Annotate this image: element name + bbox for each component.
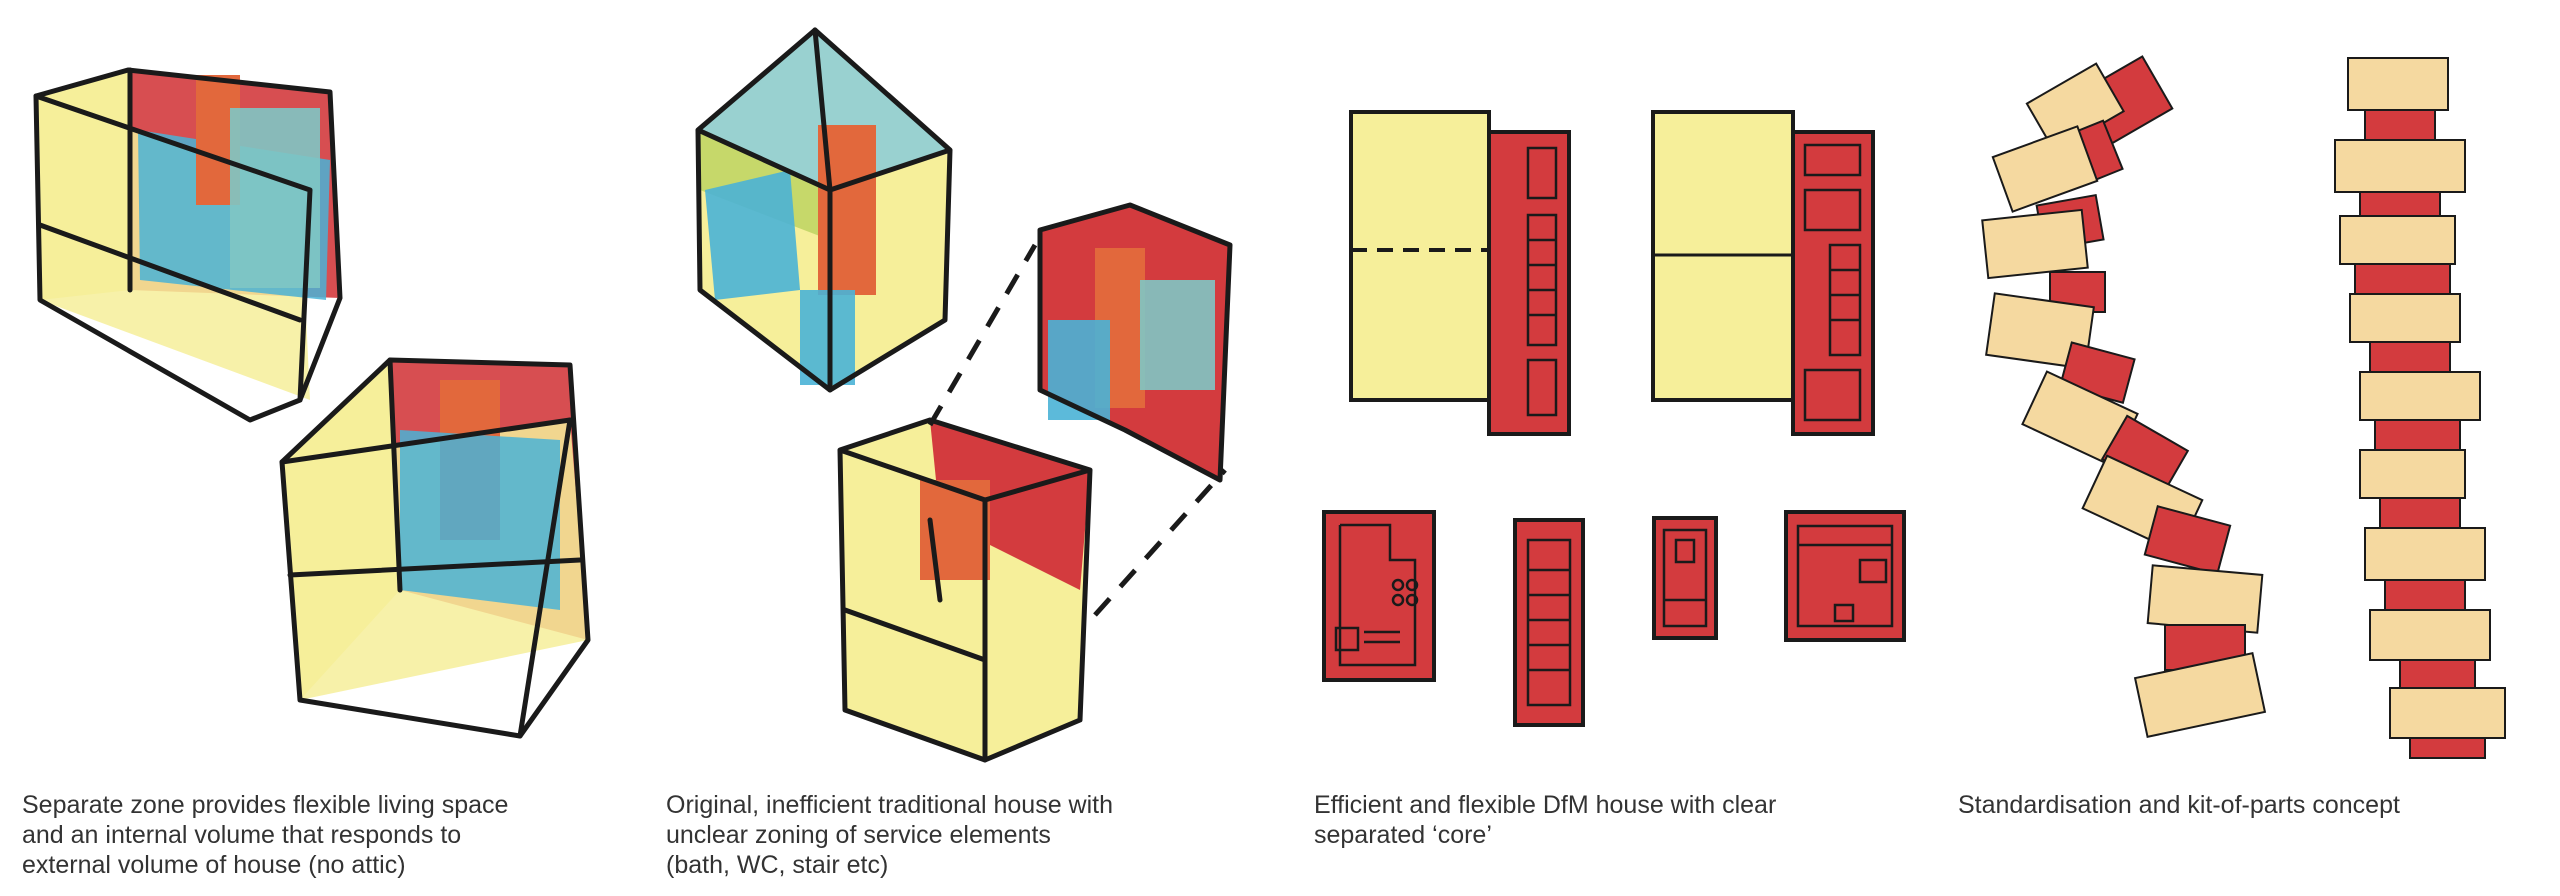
panel-dfm-house: Efficient and flexible DfM house with cl…	[1300, 0, 1940, 896]
panel-traditional-house: Original, inefficient traditional house …	[640, 0, 1300, 896]
caption-line: external volume of house (no attic)	[22, 851, 406, 879]
panel-separate-zone: Separate zone provides flexible living s…	[0, 0, 640, 896]
panel-kit-of-parts: Standardisation and kit-of-parts concept	[1940, 0, 2560, 896]
separate-zone-sketch	[33, 67, 591, 739]
caption-line: (bath, WC, stair etc)	[666, 851, 889, 879]
caption-line: Original, inefficient traditional house …	[666, 791, 1114, 819]
caption-traditional-house: Original, inefficient traditional house …	[666, 790, 1113, 880]
caption-kit-of-parts: Standardisation and kit-of-parts concept	[1958, 790, 2400, 820]
traditional-house-sketch	[695, 27, 1233, 763]
caption-dfm-house: Efficient and flexible DfM house with cl…	[1314, 790, 1776, 850]
caption-separate-zone: Separate zone provides flexible living s…	[22, 790, 508, 880]
caption-line: unclear zoning of service elements	[666, 821, 1051, 849]
caption-line: and an internal volume that responds to	[22, 821, 462, 849]
caption-line: Efficient and flexible DfM house with cl…	[1314, 791, 1777, 819]
kit-of-parts-diagram	[1981, 55, 2506, 759]
caption-line: Standardisation and kit-of-parts concept	[1958, 791, 2400, 819]
caption-line: separated ‘core’	[1314, 821, 1492, 849]
caption-line: Separate zone provides flexible living s…	[22, 791, 509, 819]
dfm-house-plans	[1322, 110, 1906, 727]
